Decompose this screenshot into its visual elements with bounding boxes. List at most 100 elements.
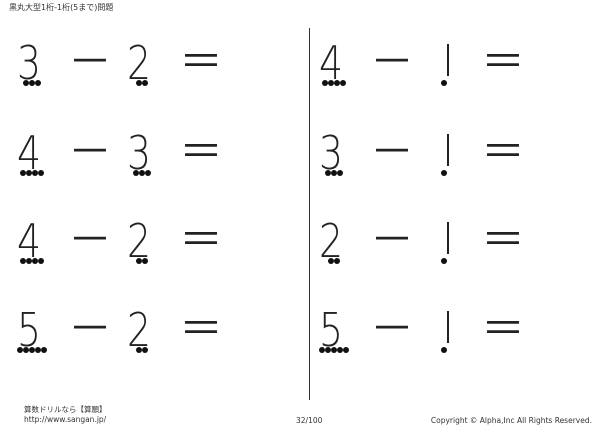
equals-sign: ＝ xyxy=(481,129,525,175)
subtrahend: 1 xyxy=(435,130,464,176)
subtrahend-dot-group xyxy=(136,347,148,353)
footer-site: 算数ドリルなら【算願】 http://www.sangan.jp/ xyxy=(24,405,107,425)
subtraction-problem: 5－1＝ xyxy=(316,307,556,377)
minuend-dot-group xyxy=(325,170,343,176)
subtrahend: 1 xyxy=(435,307,464,353)
minus-sign: － xyxy=(68,217,112,263)
counting-dot xyxy=(142,258,148,264)
counting-dot xyxy=(334,80,340,86)
counting-dot xyxy=(136,80,142,86)
counting-dot xyxy=(337,347,343,353)
minuend: 4 xyxy=(17,126,42,180)
counting-dot xyxy=(334,258,340,264)
counting-dot xyxy=(26,258,32,264)
minuend: 5 xyxy=(319,303,344,357)
minuend-dot-group xyxy=(20,258,44,264)
counting-dot xyxy=(331,170,337,176)
counting-dot xyxy=(23,80,29,86)
minuend: 3 xyxy=(319,126,344,180)
counting-dot xyxy=(441,347,447,353)
minuend: 2 xyxy=(319,214,344,268)
subtrahend: 1 xyxy=(435,40,464,86)
subtrahend-dot-group xyxy=(441,80,447,86)
minuend: 3 xyxy=(17,36,42,90)
counting-dot xyxy=(32,258,38,264)
counting-dot xyxy=(35,347,41,353)
equals-sign: ＝ xyxy=(179,129,223,175)
counting-dot xyxy=(441,170,447,176)
counting-dot xyxy=(343,347,349,353)
minuend-dot-group xyxy=(322,80,346,86)
counting-dot xyxy=(136,347,142,353)
minuend-dot-group xyxy=(328,258,340,264)
counting-dot xyxy=(35,80,41,86)
copyright: Copyright © Alpha,Inc All Rights Reserve… xyxy=(430,416,592,425)
equals-sign: ＝ xyxy=(481,306,525,352)
minus-sign: － xyxy=(370,129,414,175)
subtrahend-dot-group xyxy=(136,258,148,264)
counting-dot xyxy=(328,80,334,86)
counting-dot xyxy=(38,170,44,176)
subtraction-problem: 4－1＝ xyxy=(316,40,556,110)
subtrahend: 2 xyxy=(127,214,152,268)
equals-sign: ＝ xyxy=(481,217,525,263)
minus-sign: － xyxy=(68,306,112,352)
page-title: 黒丸大型1桁-1桁(5まで)問題 xyxy=(9,3,114,12)
subtrahend-dot-group xyxy=(441,347,447,353)
counting-dot xyxy=(41,347,47,353)
minuend: 5 xyxy=(17,303,42,357)
counting-dot xyxy=(32,170,38,176)
one-stroke xyxy=(447,44,449,76)
subtrahend-dot-group xyxy=(441,258,447,264)
subtrahend: 2 xyxy=(127,36,152,90)
counting-dot xyxy=(340,80,346,86)
minus-sign: － xyxy=(370,39,414,85)
one-stroke xyxy=(447,134,449,166)
counting-dot xyxy=(441,258,447,264)
page-number: 32/100 xyxy=(296,416,323,425)
counting-dot xyxy=(319,347,325,353)
subtraction-problem: 4－2＝ xyxy=(14,218,254,288)
counting-dot xyxy=(38,258,44,264)
equals-sign: ＝ xyxy=(179,306,223,352)
one-stroke xyxy=(447,311,449,343)
counting-dot xyxy=(139,170,145,176)
subtrahend: 2 xyxy=(127,303,152,357)
minus-sign: － xyxy=(68,129,112,175)
counting-dot xyxy=(26,170,32,176)
subtrahend: 3 xyxy=(127,126,152,180)
counting-dot xyxy=(133,170,139,176)
counting-dot xyxy=(20,258,26,264)
subtrahend-dot-group xyxy=(136,80,148,86)
subtrahend: 1 xyxy=(435,218,464,264)
counting-dot xyxy=(23,347,29,353)
counting-dot xyxy=(29,347,35,353)
one-stroke xyxy=(447,222,449,254)
counting-dot xyxy=(322,80,328,86)
counting-dot xyxy=(337,170,343,176)
counting-dot xyxy=(145,170,151,176)
counting-dot xyxy=(441,80,447,86)
counting-dot xyxy=(136,258,142,264)
minuend-dot-group xyxy=(17,347,47,353)
column-divider xyxy=(309,28,310,400)
minus-sign: － xyxy=(68,39,112,85)
subtrahend-dot-group xyxy=(441,170,447,176)
minus-sign: － xyxy=(370,306,414,352)
counting-dot xyxy=(328,258,334,264)
counting-dot xyxy=(17,347,23,353)
minuend-dot-group xyxy=(319,347,349,353)
counting-dot xyxy=(142,347,148,353)
subtraction-problem: 3－2＝ xyxy=(14,40,254,110)
site-url-link[interactable]: http://www.sangan.jp/ xyxy=(24,415,107,424)
counting-dot xyxy=(29,80,35,86)
counting-dot xyxy=(325,170,331,176)
equals-sign: ＝ xyxy=(179,217,223,263)
minuend-dot-group xyxy=(23,80,41,86)
equals-sign: ＝ xyxy=(179,39,223,85)
subtraction-problem: 3－1＝ xyxy=(316,130,556,200)
subtraction-problem: 4－3＝ xyxy=(14,130,254,200)
subtraction-problem: 5－2＝ xyxy=(14,307,254,377)
counting-dot xyxy=(325,347,331,353)
minuend: 4 xyxy=(17,214,42,268)
